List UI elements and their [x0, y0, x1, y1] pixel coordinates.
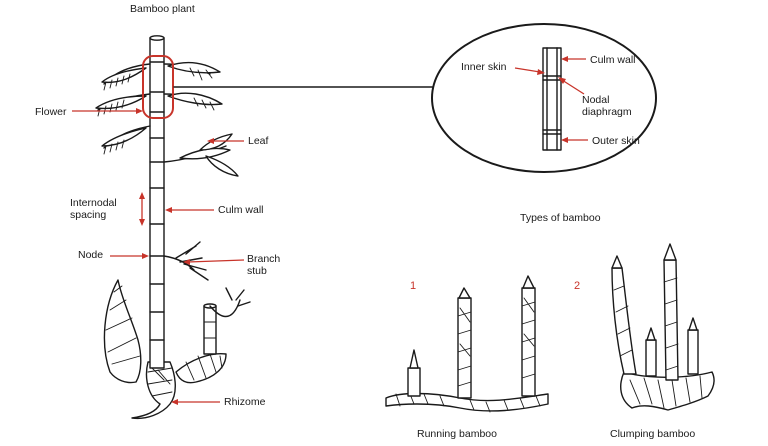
label-internodal-spacing: Internodal spacing [70, 197, 117, 221]
label-running-bamboo: Running bamboo [417, 428, 497, 440]
label-leaf: Leaf [248, 135, 269, 147]
rhizome-sheath-left [103, 279, 142, 384]
label-node: Node [78, 249, 104, 261]
zoom-ellipse [431, 23, 657, 173]
right-shoot [203, 305, 217, 355]
label-inner-skin: Inner skin [461, 61, 507, 73]
label-outer-skin: Outer skin [592, 135, 640, 147]
flower-highlight-box [142, 55, 174, 119]
type-number-2: 2 [574, 280, 581, 292]
diagram-title: Bamboo plant [130, 3, 195, 15]
clumping-bamboo [611, 243, 715, 411]
type-number-1: 1 [410, 280, 417, 292]
label-zoom-culm-wall: Culm wall [590, 54, 636, 66]
main-culm [149, 37, 165, 369]
label-culm-wall: Culm wall [218, 204, 264, 216]
rhizome [131, 361, 176, 420]
rhizome-right [175, 353, 227, 384]
label-nodal-diaphragm: Nodal diaphragm [582, 94, 632, 118]
running-bamboo [385, 275, 549, 413]
label-rhizome: Rhizome [224, 396, 266, 408]
culm-zoom-detail [431, 23, 657, 173]
label-clumping-bamboo: Clumping bamboo [610, 428, 696, 440]
label-branch-stub: Branch stub [247, 253, 281, 277]
annotation-arrows [72, 56, 588, 405]
types-heading: Types of bamboo [520, 212, 601, 224]
bamboo-plant [95, 35, 251, 420]
label-flower: Flower [35, 106, 67, 118]
